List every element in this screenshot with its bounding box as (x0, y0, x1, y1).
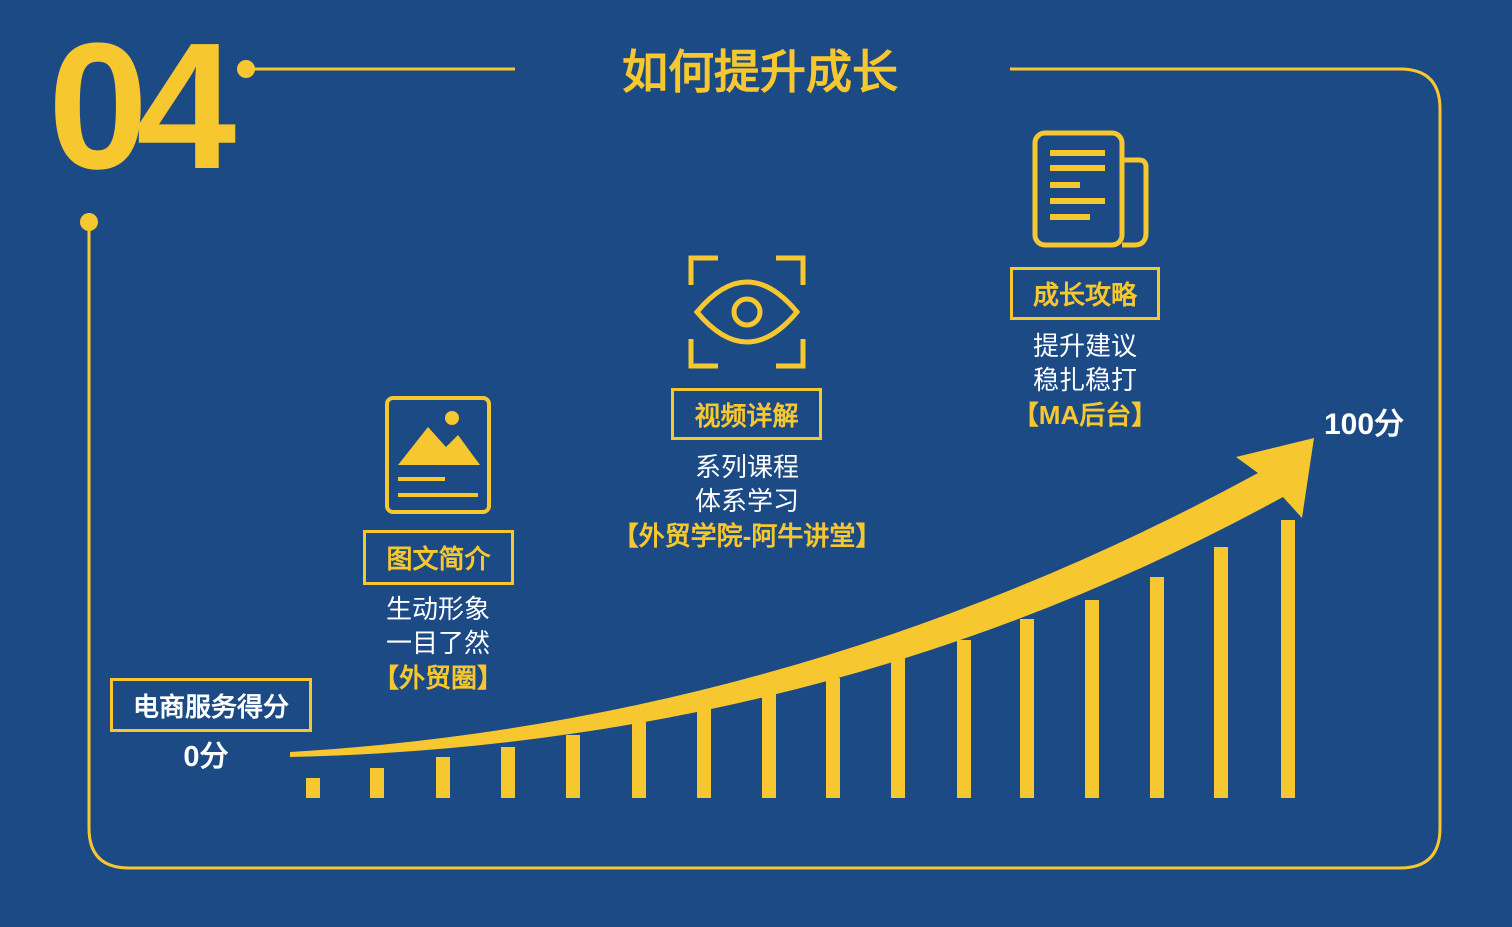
image-icon (385, 396, 491, 514)
growth-bar (566, 735, 580, 798)
step-line: 生动形象 (385, 594, 490, 624)
step-title: 成长攻略 (1032, 280, 1137, 310)
score-end: 100分 (1323, 408, 1405, 441)
frame-border (87, 67, 1442, 870)
frame-dot-left (80, 213, 98, 231)
step-tag-video: 视频详解 (671, 388, 822, 440)
growth-bar (762, 693, 776, 798)
growth-bar (370, 768, 384, 798)
score-label-box: 电商服务得分 (110, 678, 312, 732)
score-start: 0分 (183, 741, 229, 773)
growth-bar (632, 722, 646, 798)
step-title: 视频详解 (694, 400, 799, 431)
growth-bars (306, 520, 1295, 798)
step-details-guide: 提升建议 稳扎稳打 【MA后台】 (925, 329, 1245, 433)
slide-title: 如何提升成长 (622, 46, 898, 98)
step-details-image: 生动形象 一目了然 【外贸圈】 (278, 592, 598, 696)
growth-bar (957, 640, 971, 798)
growth-bar (1281, 520, 1295, 798)
step-source: 【外贸圈】 (372, 663, 503, 693)
step-source: 【MA后台】 (1012, 400, 1158, 430)
growth-bar (826, 678, 840, 798)
growth-bar (1085, 600, 1099, 798)
step-line: 稳扎稳打 (1032, 365, 1137, 395)
slide-number: 04 (48, 6, 236, 207)
growth-bar (1020, 619, 1034, 798)
step-line: 提升建议 (1032, 331, 1137, 361)
frame-dot-top (237, 60, 255, 78)
growth-bar (1150, 577, 1164, 798)
growth-bar (1214, 547, 1228, 798)
step-line: 体系学习 (694, 486, 799, 516)
growth-bar (891, 658, 905, 798)
growth-bar (501, 747, 515, 798)
step-line: 一目了然 (385, 628, 490, 658)
step-details-video: 系列课程 体系学习 【外贸学院-阿牛讲堂】 (587, 450, 907, 554)
growth-bar (436, 757, 450, 798)
growth-bar (697, 708, 711, 798)
score-label: 电商服务得分 (132, 691, 289, 722)
step-tag-image: 图文简介 (363, 530, 514, 585)
step-source: 【外贸学院-阿牛讲堂】 (612, 521, 882, 551)
step-line: 系列课程 (694, 452, 799, 482)
step-tag-guide: 成长攻略 (1010, 267, 1160, 320)
growth-bar (306, 778, 320, 798)
document-icon (1032, 130, 1149, 248)
eye-icon (688, 255, 806, 369)
step-title: 图文简介 (386, 544, 491, 574)
